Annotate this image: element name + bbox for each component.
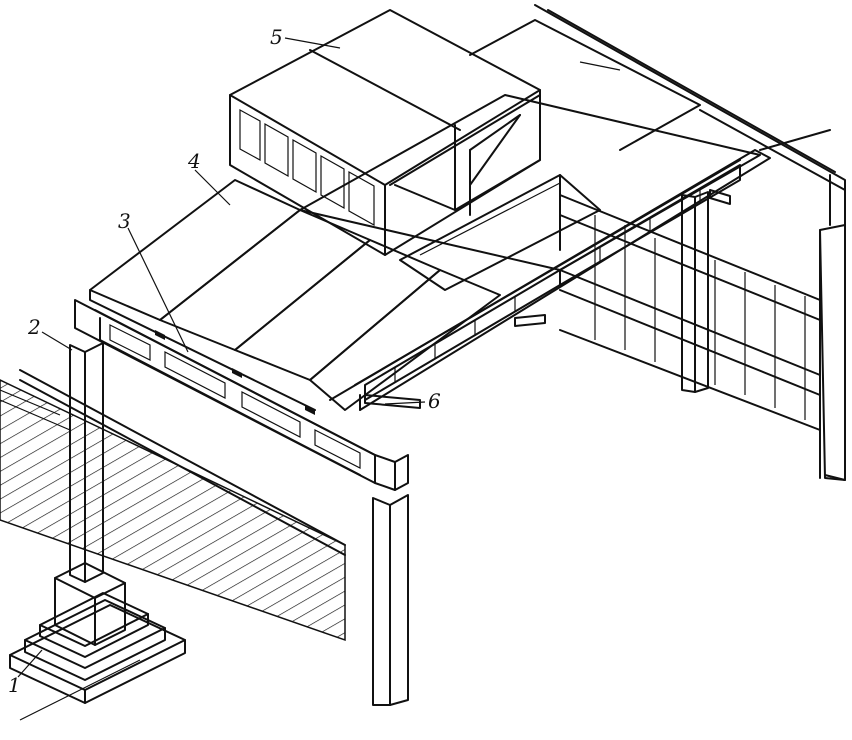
front-right-column xyxy=(372,494,409,706)
callout-leader-5 xyxy=(284,37,341,49)
column-footing xyxy=(9,562,186,721)
callout-leader-3 xyxy=(127,227,189,353)
roof-slabs xyxy=(89,179,501,411)
front-beam xyxy=(74,299,409,491)
skylight-lantern xyxy=(229,9,541,256)
rear-wall xyxy=(534,4,846,481)
callout-leader-6 xyxy=(384,401,426,405)
wall-windows xyxy=(594,215,806,420)
callout-label-3: 3 xyxy=(118,209,131,233)
left-column xyxy=(69,342,104,583)
longitudinal-truss xyxy=(329,149,771,411)
callout-label-4: 4 xyxy=(187,149,201,173)
callouts: 1 2 3 4 5 6 xyxy=(8,25,441,697)
callout-label-2: 2 xyxy=(27,315,41,339)
foundation-pit xyxy=(0,369,346,642)
callout-label-6: 6 xyxy=(428,389,441,413)
callout-leader-2 xyxy=(41,331,73,351)
upper-roof xyxy=(299,19,761,291)
callout-label-5: 5 xyxy=(270,25,283,49)
lantern-windows xyxy=(239,108,375,227)
callout-leader-1 xyxy=(17,649,43,678)
callout-leader-4 xyxy=(194,169,231,206)
callout-label-1: 1 xyxy=(8,673,21,697)
